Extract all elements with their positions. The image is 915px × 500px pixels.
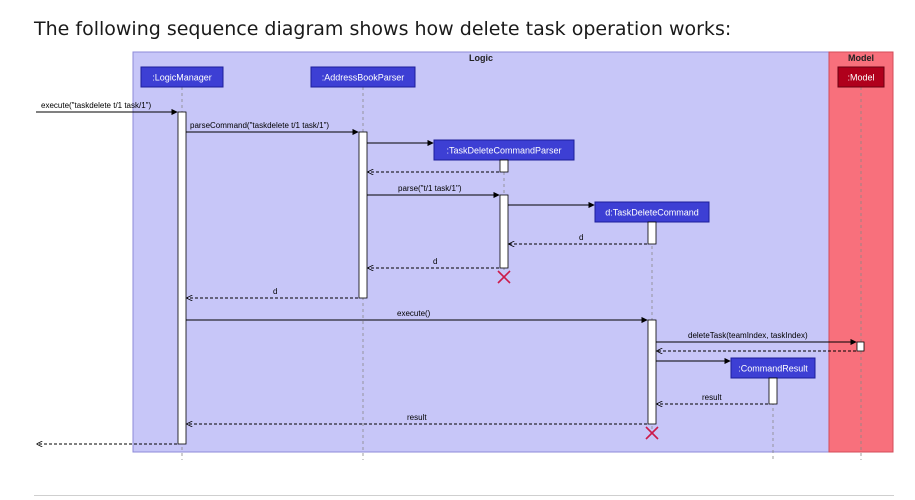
model-frame-label: Model (848, 53, 874, 63)
participant-task-delete-parser-label: :TaskDeleteCommandParser (446, 146, 561, 156)
activation-task-delete-parser-create (499, 159, 509, 173)
participant-model-label: :Model (847, 73, 874, 83)
label-execute-in: execute("taskdelete t/1 task/1") (41, 101, 152, 110)
activation-task-delete-parser (499, 194, 509, 269)
label-parse: parse("t/1 task/1") (398, 184, 462, 193)
logic-frame-label: Logic (469, 53, 493, 63)
label-return-d-3: d (273, 287, 277, 296)
participant-command-result-label: :CommandResult (738, 364, 808, 374)
label-return-result-2: result (407, 413, 427, 422)
participant-logic-manager (140, 66, 224, 88)
participant-parser-label: :AddressBookParser (322, 73, 405, 83)
activation-logic-manager (177, 111, 187, 445)
activation-task-delete-command-create (647, 221, 657, 245)
label-parse-command: parseCommand("taskdelete t/1 task/1") (190, 121, 329, 130)
label-return-d-1: d (579, 233, 583, 242)
activation-task-delete-command (647, 319, 657, 425)
divider (34, 495, 894, 496)
activation-model (856, 341, 865, 352)
label-execute: execute() (397, 309, 431, 318)
activation-parser (358, 131, 368, 299)
destroy-task-delete-parser-icon (497, 270, 511, 284)
activation-command-result (768, 377, 778, 405)
label-return-result-1: result (702, 393, 722, 402)
participant-task-delete-command-label: d:TaskDeleteCommand (605, 208, 699, 218)
participant-parser (310, 66, 416, 88)
page-heading: The following sequence diagram shows how… (34, 18, 732, 40)
label-return-d-2: d (433, 257, 437, 266)
logic-frame (132, 51, 830, 453)
destroy-task-delete-command-icon (645, 426, 659, 440)
participant-logic-manager-label: :LogicManager (152, 73, 212, 83)
participant-model (837, 66, 885, 88)
label-delete-task: deleteTask(teamIndex, taskIndex) (688, 331, 808, 340)
